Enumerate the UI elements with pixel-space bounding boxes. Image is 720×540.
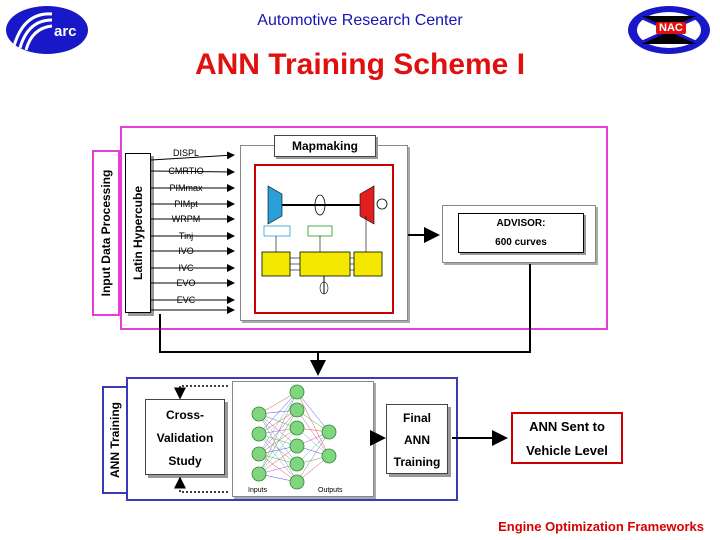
final-line-3: Training [393, 455, 441, 469]
final-line-2: ANN [404, 433, 430, 447]
param-displ: DISPL [172, 148, 199, 158]
final-line-1: Final [402, 411, 431, 425]
ann-training-label: ANN Training [108, 401, 122, 479]
advisor-title: ADVISOR: [496, 218, 546, 229]
mapmaking-label: Mapmaking [274, 135, 376, 157]
final-training-box: Final ANN Training [386, 404, 448, 474]
slide-title: ANN Training Scheme I [194, 48, 526, 81]
org-name: Automotive Research Center [257, 12, 463, 29]
sent-line-2: Vehicle Level [526, 443, 608, 458]
input-processing-label: Input Data Processing [99, 169, 113, 297]
vehicle-level-box: ANN Sent to Vehicle Level [511, 412, 623, 464]
param-evc: EVC [176, 295, 196, 305]
nn-inputs-label: Inputs [248, 487, 268, 494]
input-processing-box: Input Data Processing [92, 150, 120, 316]
cv-line-2: Validation [156, 431, 214, 445]
cross-validation-box: Cross- Validation Study [145, 399, 225, 475]
latin-hypercube-box: Latin Hypercube [125, 153, 151, 313]
advisor-curves: 600 curves [495, 237, 547, 248]
footer-text: Engine Optimization Frameworks [498, 519, 704, 534]
engine-schematic-icon [261, 185, 388, 295]
nac-logo-text: NAC [656, 22, 686, 34]
param-cmrtio: CMRTIO [168, 166, 204, 176]
param-evo: EVO [176, 278, 196, 288]
nn-outputs-label: Outputs [318, 487, 343, 494]
arc-logo-text: arc [54, 23, 77, 40]
param-wrpm: WRPM [171, 214, 201, 224]
neural-network-diagram [232, 381, 374, 497]
latin-hypercube-label: Latin Hypercube [131, 185, 145, 281]
neural-network-icon [251, 384, 337, 490]
nac-logo: NAC [628, 6, 710, 54]
param-pimmax: PIMmax [169, 183, 203, 193]
cv-line-3: Study [168, 454, 202, 468]
engine-model-diagram [254, 164, 394, 314]
cv-line-1: Cross- [165, 408, 204, 422]
ann-training-label-box: ANN Training [102, 386, 128, 494]
param-ivo: IVO [178, 246, 194, 256]
advisor-box: ADVISOR: 600 curves [458, 213, 584, 253]
param-tinj: Tinj [178, 231, 194, 241]
param-ivc: IVC [178, 263, 194, 273]
sent-line-1: ANN Sent to [529, 419, 605, 434]
arc-logo-swoosh-icon [12, 12, 53, 51]
arc-logo: arc [6, 6, 88, 54]
param-pimpt: PIMpt [174, 199, 198, 209]
